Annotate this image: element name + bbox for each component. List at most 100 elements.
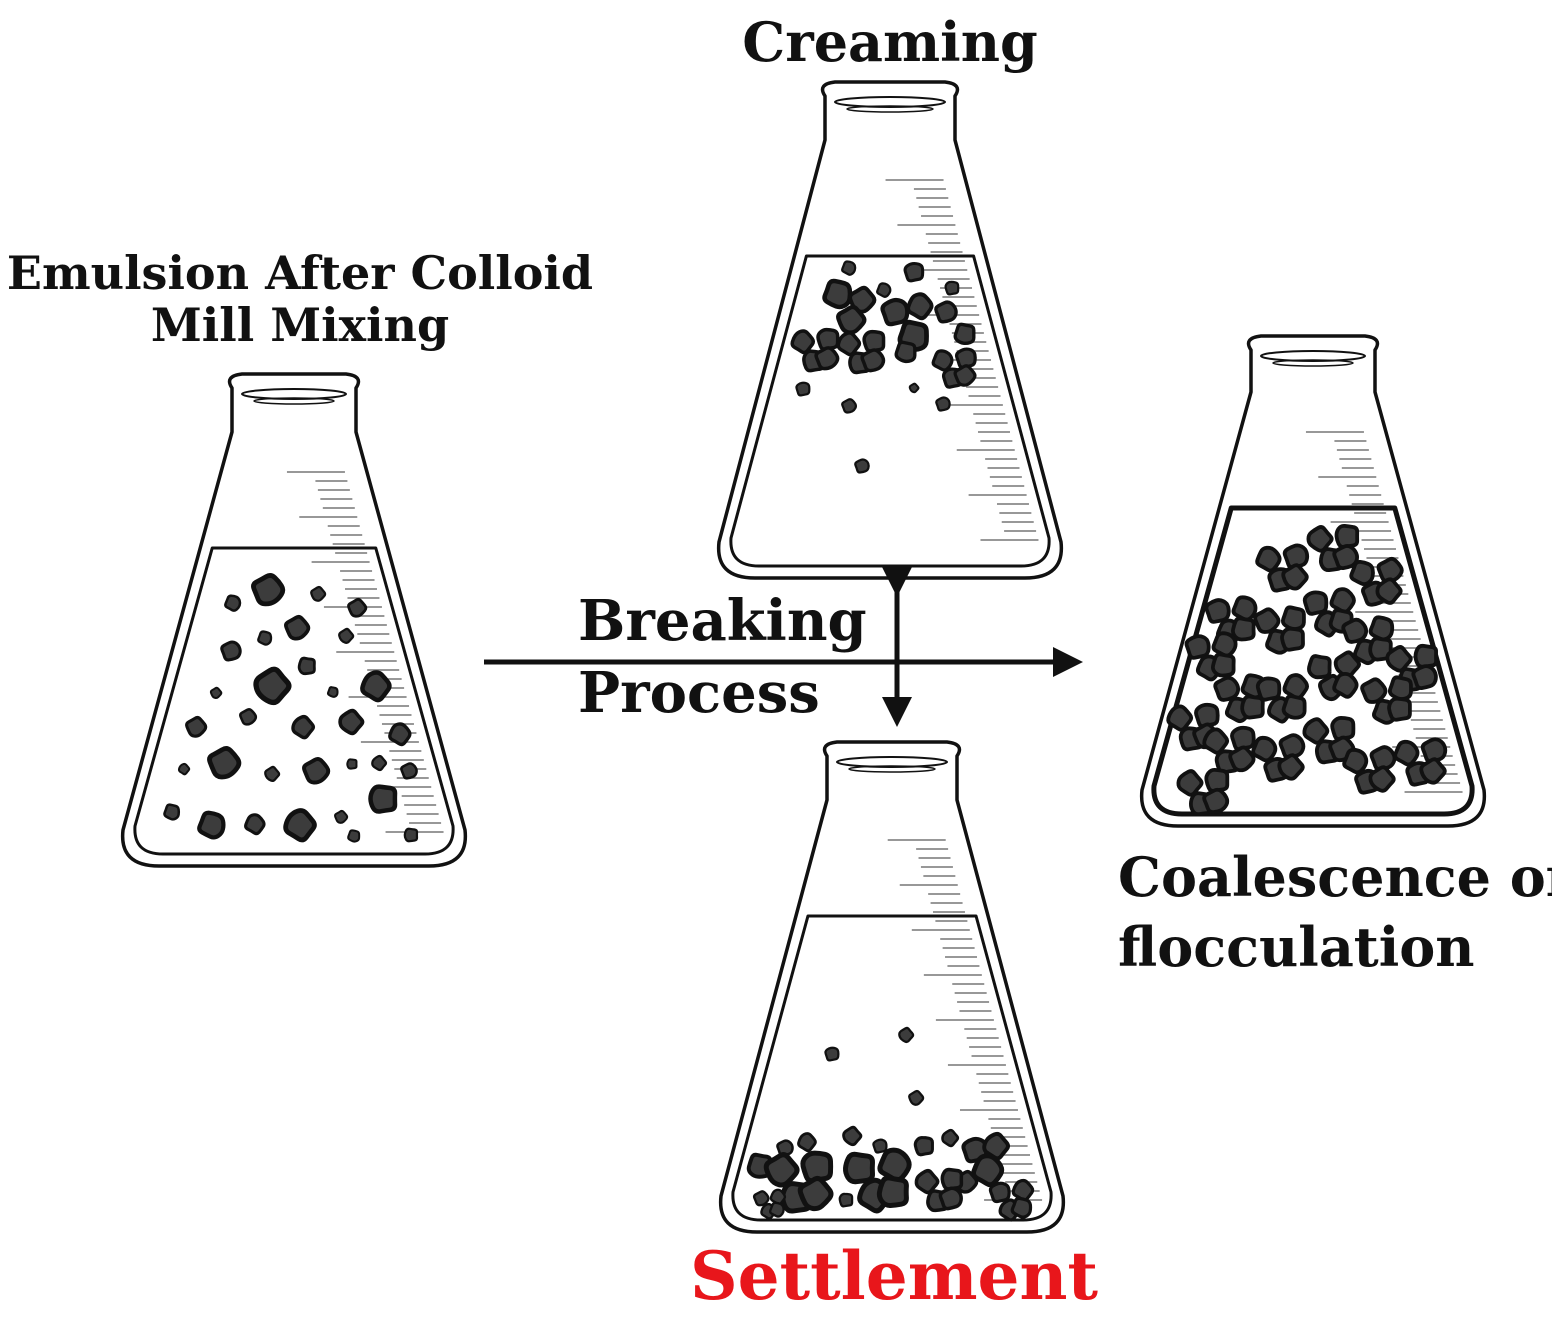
droplet [1176,769,1204,797]
droplet [1360,677,1388,704]
breaking-label-line2: Process [578,659,820,726]
droplet [1280,626,1305,652]
droplet [1240,694,1265,720]
droplet [1332,544,1360,571]
droplet [403,827,419,843]
droplet [1228,745,1256,773]
droplet [1281,605,1306,631]
droplet [239,708,258,726]
droplet-group [163,573,419,843]
droplet [1302,717,1330,745]
breaking-process-label: Breaking Process [578,586,867,729]
droplet [1307,654,1332,680]
droplet [224,594,242,612]
droplet [1342,747,1369,775]
droplet-group [746,1026,1035,1222]
droplet [338,708,365,736]
droplet [938,1186,963,1211]
droplet [1282,673,1309,700]
droplet [283,808,317,843]
droplet [197,810,226,840]
flask-rim [1260,350,1366,362]
droplet [177,762,191,776]
droplet [906,292,934,321]
droplet [894,340,917,364]
droplet [872,1138,888,1154]
droplet [953,364,977,387]
droplet [244,813,266,836]
droplet [1204,598,1231,624]
droplet [1368,765,1396,793]
droplet [795,381,811,397]
flask-rim-inner [253,397,335,405]
droplet [1210,652,1236,678]
droplet [251,573,286,607]
droplet [1010,1196,1033,1219]
droplet [814,346,840,371]
droplet [1166,704,1194,732]
droplet [1387,696,1412,722]
droplet [185,715,208,738]
creaming-label: Creaming [742,10,1038,74]
droplet [1204,768,1230,793]
coalescence-flask [1139,334,1487,828]
droplet [982,1131,1010,1161]
liquid-surface [729,254,1051,568]
droplet [1277,753,1305,781]
droplet [1419,757,1447,785]
droplet [1011,1178,1035,1202]
droplet [843,1151,875,1185]
droplet [1368,615,1395,642]
droplet [1202,727,1230,755]
droplet [326,686,339,698]
graduation-marks [887,839,1043,1201]
droplet [334,809,349,824]
flask-rim [241,388,347,400]
droplet [1375,577,1403,605]
droplet [257,630,273,646]
droplet [284,614,311,641]
droplet [264,765,281,783]
droplet [941,1128,960,1148]
droplet [1341,617,1369,644]
flask-rim [834,96,946,108]
coalescence-label: Coalescence or flocculation [1118,842,1552,982]
droplet [253,666,292,706]
droplet [163,803,181,821]
droplet [1213,675,1241,702]
flask-rim-inner [846,105,934,113]
droplet [988,1181,1011,1204]
droplet [862,329,886,353]
emulsion-flask [120,372,468,868]
droplet [841,398,858,414]
droplet [1281,694,1307,720]
droplet [1393,739,1420,767]
droplet [854,458,870,474]
droplet [842,1125,863,1147]
breaking-label-line1: Breaking [578,588,867,654]
droplet [1211,631,1238,658]
droplet [347,597,368,618]
flask-rim-inner [1272,359,1354,367]
droplet [971,1153,1005,1188]
droplet [822,278,853,310]
droplet [877,1147,912,1183]
droplet [1329,587,1356,614]
droplet [1387,675,1413,701]
creaming-flask [716,80,1064,580]
droplet [841,260,857,276]
droplet [209,686,223,699]
droplet [1411,664,1438,690]
droplet [752,1190,770,1207]
droplet [836,304,867,335]
droplet [953,322,976,346]
droplet [207,746,242,780]
droplet [913,1136,934,1157]
droplet [876,1175,909,1208]
droplet [908,1089,925,1106]
droplet [935,396,951,412]
coalescence-label-line1: Coalescence or [1118,845,1552,909]
droplet [876,282,892,298]
